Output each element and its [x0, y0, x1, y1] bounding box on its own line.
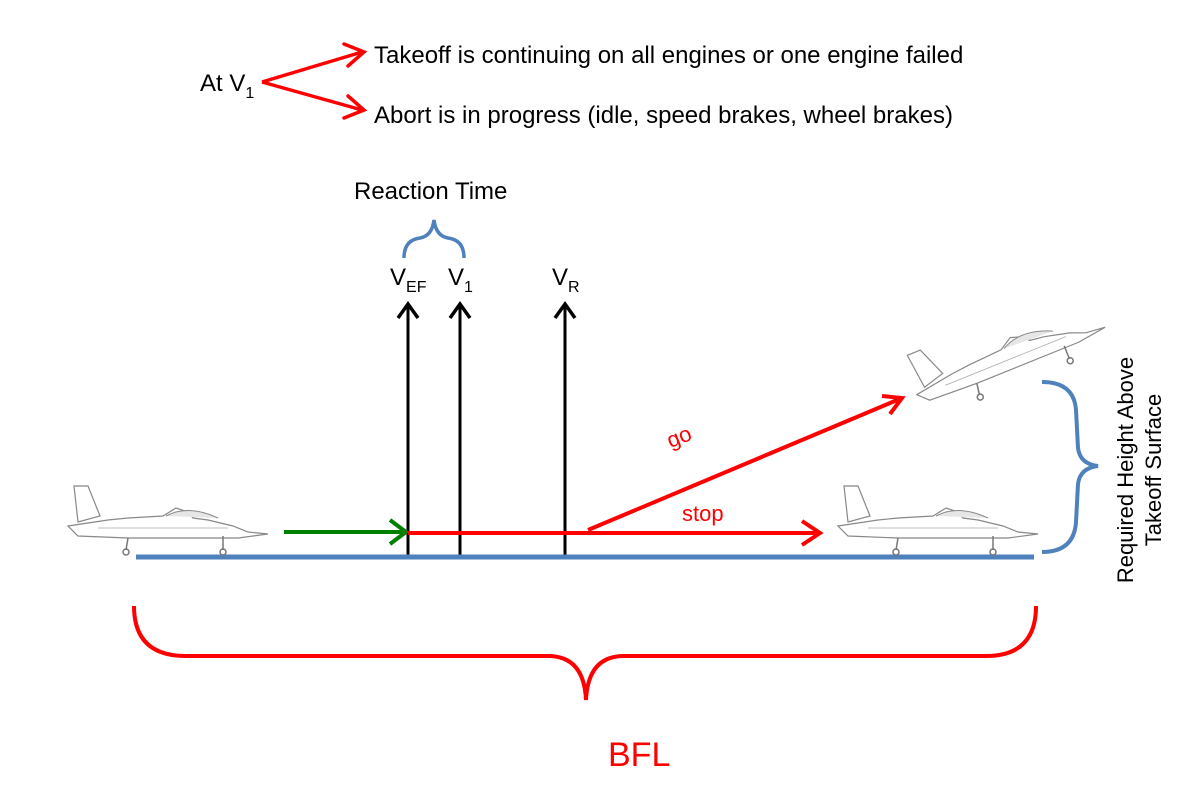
go-arrow: [587, 394, 906, 532]
vr-label: VR: [552, 264, 580, 296]
bfl-label: BFL: [608, 736, 671, 774]
reaction-time-label: Reaction Time: [354, 178, 508, 205]
abort-text: Abort is in progress (idle, speed brakes…: [374, 102, 953, 129]
at-v1-label: At V1: [200, 70, 255, 102]
bfl-brace: [132, 605, 1038, 701]
jet-aircraft-icon: [901, 281, 1114, 423]
continue-text: Takeoff is continuing on all engines or …: [374, 42, 964, 69]
vef-marker: [396, 300, 420, 556]
jet-aircraft-icon: [837, 485, 1039, 556]
stop-label: stop: [682, 501, 724, 526]
height-brace: [1041, 380, 1099, 554]
vef-label: VEF: [390, 264, 427, 296]
stop-arrow: [408, 519, 824, 547]
abort-arrow: [261, 80, 363, 112]
reaction-time-brace: [402, 219, 466, 259]
continue-arrow: [261, 50, 363, 84]
acceleration-arrow: [284, 518, 410, 546]
v1-label: V1: [448, 264, 473, 296]
vr-marker: [553, 300, 577, 556]
jet-aircraft-icon: [67, 485, 269, 556]
v1-marker: [448, 300, 472, 556]
